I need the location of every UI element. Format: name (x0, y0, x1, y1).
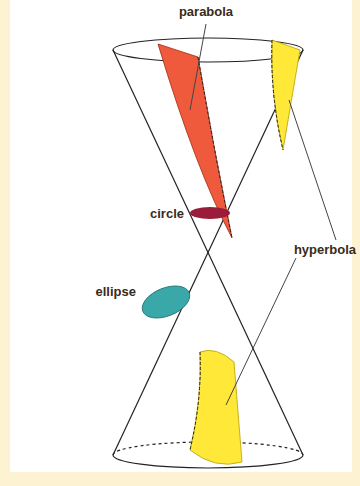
leader-line (226, 258, 296, 405)
leader-line (190, 24, 206, 110)
circle-section (190, 207, 230, 219)
section-label: ellipse (96, 284, 136, 299)
hyperbola-section (272, 40, 300, 150)
section-label: circle (150, 206, 184, 221)
leader-line (289, 100, 336, 240)
section-label: hyperbola (294, 242, 356, 257)
hyperbola-section (190, 350, 242, 464)
ellipse-section (138, 280, 195, 325)
hyperbola-edge (190, 352, 200, 450)
section-label: parabola (179, 4, 233, 19)
hyperbola-edge (272, 40, 283, 150)
